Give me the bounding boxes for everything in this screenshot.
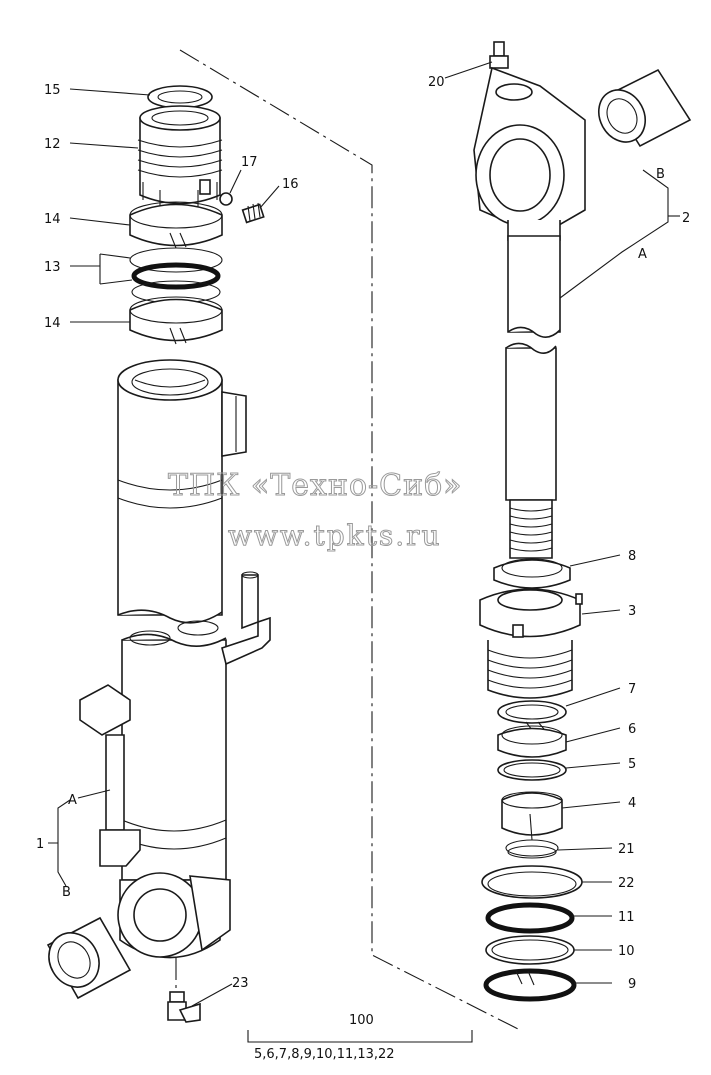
part-22-wear-ring bbox=[481, 865, 583, 899]
repair-kit-label: 100 5,6,7,8,9,10,11,13,22 bbox=[254, 1013, 395, 1062]
watermark-company: ТПК «Техно-Сиб» bbox=[168, 468, 463, 503]
callout-12: 12 bbox=[44, 137, 61, 152]
callout-22: 22 bbox=[618, 876, 635, 891]
watermark-url: www.tpkts.ru bbox=[228, 519, 442, 552]
kit-number: 100 bbox=[349, 1013, 374, 1028]
part-8-cushion-ring bbox=[493, 558, 571, 589]
callout-4: 4 bbox=[628, 796, 636, 811]
callout-5: 5 bbox=[628, 757, 636, 772]
callout-13: 13 bbox=[44, 260, 61, 275]
piston-rod-head bbox=[473, 66, 586, 241]
callout-17: 17 bbox=[241, 155, 258, 170]
part-11-seal-ring bbox=[485, 902, 575, 934]
part-16-set-screw bbox=[241, 202, 265, 224]
part-15-seal-ring bbox=[147, 85, 213, 109]
callout-16: 16 bbox=[282, 177, 299, 192]
part-2-bushing-top bbox=[598, 68, 692, 148]
part-6-seal bbox=[497, 725, 567, 758]
part-20-grease-nipple-top bbox=[489, 41, 509, 69]
callout-8: 8 bbox=[628, 549, 636, 564]
callout-21: 21 bbox=[618, 842, 635, 857]
callout-2: 2 bbox=[682, 211, 690, 226]
part-14-backup-ring-lower bbox=[129, 296, 223, 345]
cylinder-tube bbox=[79, 359, 271, 959]
callout-7: 7 bbox=[628, 682, 636, 697]
piston-rod bbox=[505, 235, 561, 559]
callout-a-top: A bbox=[638, 247, 647, 262]
part-4-bushing bbox=[501, 791, 563, 841]
callout-b-top: B bbox=[656, 167, 665, 182]
callout-a-bottom: A bbox=[68, 793, 77, 808]
leader-lines bbox=[48, 61, 680, 1043]
part-7-backup-ring bbox=[497, 700, 567, 731]
callout-20: 20 bbox=[428, 75, 445, 90]
kit-parts-list: 5,6,7,8,9,10,11,13,22 bbox=[254, 1047, 395, 1062]
part-10-seal-ring bbox=[485, 935, 575, 965]
callout-14-lower: 14 bbox=[44, 316, 61, 331]
callout-15: 15 bbox=[44, 83, 61, 98]
callout-b-bottom: B bbox=[62, 885, 71, 900]
part-13-o-ring-set bbox=[129, 247, 223, 304]
part-1-bushing-lower bbox=[46, 916, 132, 1000]
part-3-piston bbox=[479, 588, 583, 699]
part-9-wear-ring bbox=[483, 968, 577, 1002]
callout-14-upper: 14 bbox=[44, 212, 61, 227]
part-5-ring bbox=[497, 759, 567, 781]
callout-1: 1 bbox=[36, 837, 44, 852]
callout-6: 6 bbox=[628, 722, 636, 737]
part-17-ball bbox=[219, 192, 233, 206]
callout-23: 23 bbox=[232, 976, 249, 991]
callout-10: 10 bbox=[618, 944, 635, 959]
callout-9: 9 bbox=[628, 977, 636, 992]
part-21-snap-ring bbox=[505, 839, 559, 859]
callout-11: 11 bbox=[618, 910, 635, 925]
part-12-cylinder-head bbox=[137, 105, 223, 208]
callout-3: 3 bbox=[628, 604, 636, 619]
part-23-grease-nipple bbox=[167, 991, 201, 1023]
part-14-backup-ring-upper bbox=[129, 201, 223, 249]
callout-labels: 15 12 17 16 14 13 14 20 B 2 A 8 3 7 6 5 … bbox=[36, 75, 690, 992]
